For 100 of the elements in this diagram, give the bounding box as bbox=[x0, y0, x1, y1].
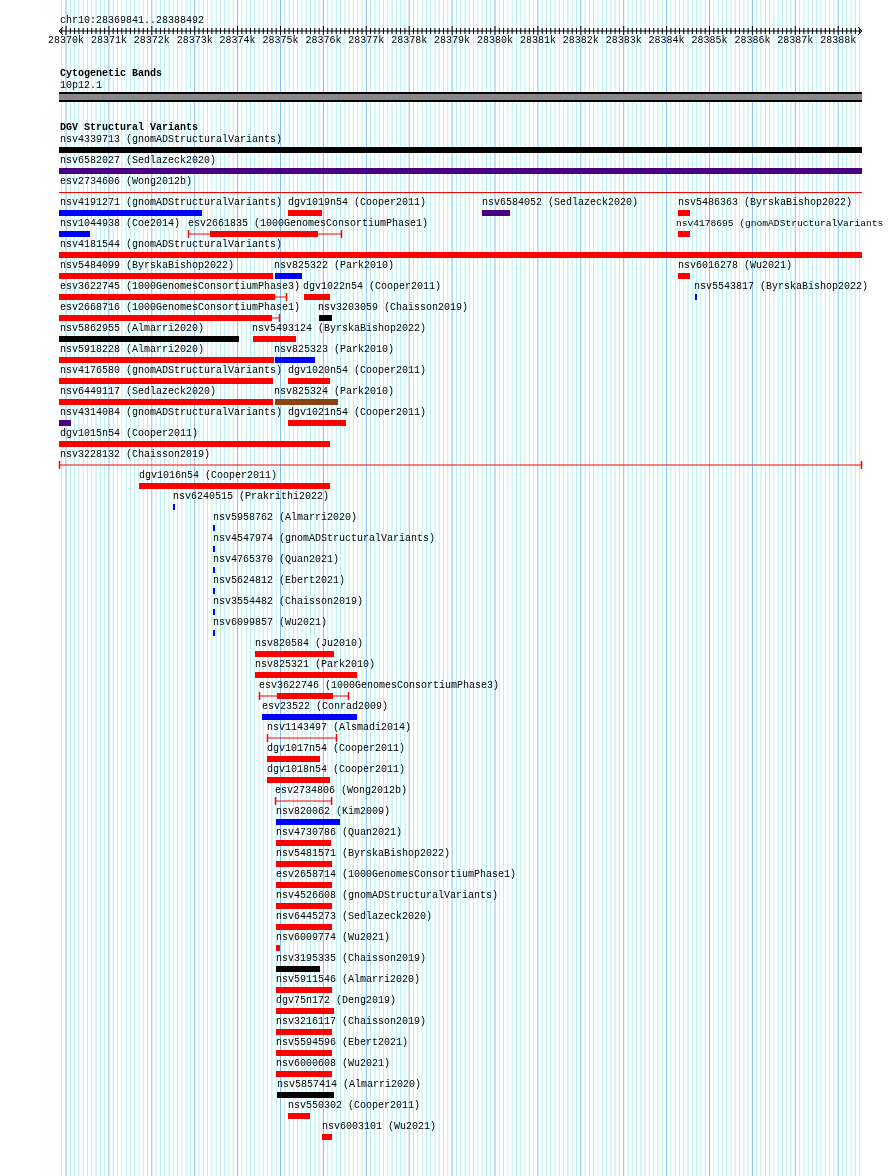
variant-label: nsv6449117 (Sedlazeck2020) bbox=[60, 386, 217, 398]
variant-label: nsv5857414 (Almarri2020) bbox=[277, 1079, 422, 1091]
variant-bar bbox=[59, 273, 273, 279]
variant-label: nsv1143497 (Alsmadi2014) bbox=[267, 722, 412, 734]
variant-bar bbox=[59, 168, 862, 174]
variant-label: nsv5918228 (Almarri2020) bbox=[60, 344, 205, 356]
variant-bar bbox=[678, 210, 690, 216]
variant-label: dgv75n172 (Deng2019) bbox=[276, 995, 397, 1007]
variant-bar bbox=[59, 252, 862, 258]
variant-bar bbox=[59, 399, 273, 405]
variant-label: dgv1015n54 (Cooper2011) bbox=[60, 428, 199, 440]
axis-tick-label: 28387k bbox=[777, 35, 814, 47]
axis-tick-label: 28382k bbox=[562, 35, 599, 47]
variant-label: esv3622745 (1000GenomesConsortiumPhase3) bbox=[60, 281, 301, 293]
axis-tick-label: 28378k bbox=[391, 35, 428, 47]
variant-label: esv23522 (Conrad2009) bbox=[262, 701, 389, 713]
variant-label: nsv3554482 (Chaisson2019) bbox=[213, 596, 364, 608]
variant-bar bbox=[482, 210, 510, 216]
variant-bar bbox=[678, 231, 690, 237]
variant-label: nsv3216117 (Chaisson2019) bbox=[276, 1016, 427, 1028]
variant-label: nsv5484099 (ByrskaBishop2022) bbox=[60, 260, 235, 272]
position-label: chr10:28369841..28388492 bbox=[60, 15, 205, 27]
variant-bar bbox=[288, 210, 322, 216]
variant-label: nsv6582027 (Sedlazeck2020) bbox=[60, 155, 217, 167]
variant-label: dgv1017n54 (Cooper2011) bbox=[267, 743, 406, 755]
variant-bar bbox=[255, 651, 334, 657]
variant-bar bbox=[59, 357, 274, 363]
variant-bar bbox=[276, 1008, 334, 1014]
variant-bar bbox=[304, 294, 330, 300]
axis-tick-label: 28377k bbox=[348, 35, 385, 47]
variant-label: nsv4765370 (Quan2021) bbox=[213, 554, 340, 566]
axis-tick-label: 28381k bbox=[519, 35, 556, 47]
variant-label: dgv1016n54 (Cooper2011) bbox=[139, 470, 278, 482]
variant-label: nsv5862955 (Almarri2020) bbox=[60, 323, 205, 335]
variant-bar bbox=[319, 315, 332, 321]
axis-tick-label: 28388k bbox=[820, 35, 857, 47]
variant-bar bbox=[276, 819, 340, 825]
variant-label: esv2658714 (1000GenomesConsortiumPhase1) bbox=[276, 869, 517, 881]
variant-label: nsv5624812 (Ebert2021) bbox=[213, 575, 346, 587]
variant-label: nsv1044938 (Coe2014) bbox=[60, 218, 181, 230]
variant-label: nsv6000608 (Wu2021) bbox=[276, 1058, 391, 1070]
variant-bar bbox=[276, 945, 280, 951]
variant-bar bbox=[267, 756, 320, 762]
axis-tick-label: 28380k bbox=[477, 35, 513, 47]
variant-label: nsv3203059 (Chaisson2019) bbox=[318, 302, 469, 314]
cytoband-bar bbox=[59, 92, 862, 102]
variant-range bbox=[59, 461, 862, 469]
variant-bar bbox=[262, 714, 357, 720]
variant-range bbox=[267, 734, 337, 742]
axis-tick-label: 28371k bbox=[90, 35, 127, 47]
variant-bar bbox=[59, 210, 202, 216]
axis-tick-label: 28383k bbox=[605, 35, 642, 47]
variant-label: nsv4547974 (gnomADStructuralVariants) bbox=[213, 533, 436, 545]
axis-tick-label: 28374k bbox=[219, 35, 256, 47]
variant-bar bbox=[276, 840, 331, 846]
variant-bar bbox=[276, 966, 320, 972]
variant-label: nsv5486363 (ByrskaBishop2022) bbox=[678, 197, 853, 209]
variant-range bbox=[275, 797, 332, 805]
variant-label: esv2734806 (Wong2012b) bbox=[275, 785, 408, 797]
variant-range bbox=[188, 230, 342, 238]
variant-label: nsv6099857 (Wu2021) bbox=[213, 617, 328, 629]
variant-bar bbox=[275, 357, 315, 363]
variant-bar bbox=[276, 1029, 332, 1035]
variant-bar bbox=[276, 1071, 332, 1077]
variant-bar bbox=[276, 882, 332, 888]
track-heading: DGV Structural Variants bbox=[60, 122, 199, 134]
axis-tick-label: 28375k bbox=[262, 35, 299, 47]
axis-tick-label: 28384k bbox=[648, 35, 685, 47]
axis-tick-label: 28385k bbox=[691, 35, 728, 47]
variant-label: nsv6240515 (Prakrithi2022) bbox=[173, 491, 330, 503]
variant-bar bbox=[59, 147, 862, 153]
variant-label: nsv825321 (Park2010) bbox=[255, 659, 376, 671]
variant-label: esv2668716 (1000GenomesConsortiumPhase1) bbox=[60, 302, 301, 314]
axis-tick-label: 28373k bbox=[176, 35, 213, 47]
variant-bar bbox=[255, 672, 357, 678]
variant-bar bbox=[276, 903, 332, 909]
variant-bar bbox=[59, 378, 273, 384]
variant-label: nsv4178695 (gnomADStructuralVariants bbox=[676, 218, 884, 230]
variant-label: nsv4181544 (gnomADStructuralVariants) bbox=[60, 239, 283, 251]
variant-label: nsv4314084 (gnomADStructuralVariants) bbox=[60, 407, 283, 419]
variant-label: dgv1018n54 (Cooper2011) bbox=[267, 764, 406, 776]
variant-label: nsv3228132 (Chaisson2019) bbox=[60, 449, 211, 461]
variant-bar bbox=[275, 273, 302, 279]
variant-range bbox=[259, 692, 349, 700]
axis-tick-label: 28372k bbox=[133, 35, 170, 47]
variant-label: dgv1019n54 (Cooper2011) bbox=[288, 197, 427, 209]
variant-label: esv2661835 (1000GenomesConsortiumPhase1) bbox=[188, 218, 429, 230]
variant-bar bbox=[678, 273, 690, 279]
variant-label: nsv6445273 (Sedlazeck2020) bbox=[276, 911, 433, 923]
axis-tick-label: 28386k bbox=[734, 35, 771, 47]
variant-bar bbox=[288, 420, 346, 426]
variant-label: esv2734606 (Wong2012b) bbox=[60, 176, 193, 188]
variant-range bbox=[59, 314, 280, 322]
variant-label: nsv3195335 (Chaisson2019) bbox=[276, 953, 427, 965]
variant-label: nsv5911546 (Almarri2020) bbox=[276, 974, 421, 986]
axis-tick-label: 28370k bbox=[48, 35, 84, 47]
variant-bar bbox=[267, 777, 330, 783]
variant-bar bbox=[59, 336, 239, 342]
variant-label: nsv6584052 (Sedlazeck2020) bbox=[482, 197, 639, 209]
variant-bar bbox=[139, 483, 330, 489]
